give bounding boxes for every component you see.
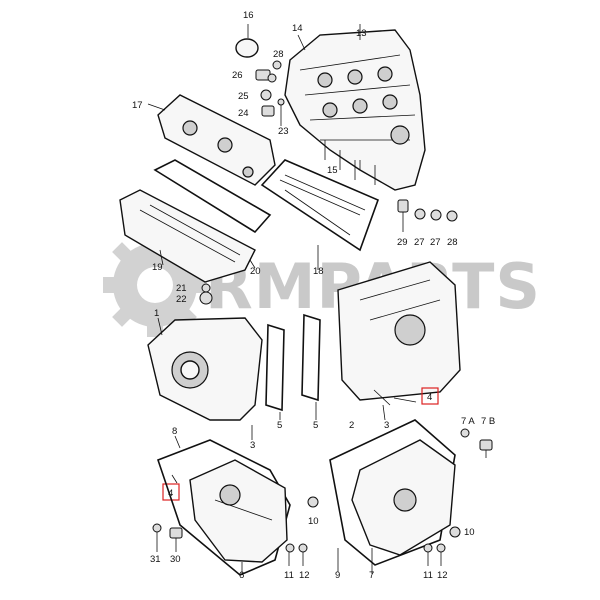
callout-labels: 16 14 13 28 26 25 24 23 17 15 29 27 27 2… [132, 10, 495, 581]
part-6-cover [189, 459, 288, 575]
callout-1: 1 [154, 308, 159, 319]
callout-16: 16 [243, 10, 254, 21]
part-15-studs [324, 140, 376, 185]
callout-10-right: 10 [464, 527, 475, 538]
callout-25: 25 [238, 91, 249, 102]
part-13-cylinder-head [284, 24, 426, 191]
callout-17: 17 [132, 100, 143, 111]
part-7-cover [351, 439, 456, 574]
callout-18: 18 [313, 266, 324, 277]
part-16-plug [235, 24, 259, 58]
callout-3-left: 3 [250, 440, 255, 451]
callout-11-left: 11 [284, 570, 294, 581]
part-1-housing-left [147, 317, 263, 421]
small-fasteners-upper [255, 60, 285, 126]
callout-8: 8 [172, 426, 177, 437]
callout-5-right: 5 [313, 420, 318, 431]
parts-21-22 [199, 283, 213, 305]
callout-4-left: 4 [168, 488, 173, 499]
callout-31: 31 [150, 554, 161, 565]
callout-12-right: 12 [437, 570, 448, 581]
callout-23: 23 [278, 126, 289, 137]
callout-12-left: 12 [299, 570, 310, 581]
part-5-gaskets [265, 313, 321, 420]
callout-4-right: 4 [427, 392, 432, 403]
callout-26: 26 [232, 70, 243, 81]
callout-22: 22 [176, 294, 187, 305]
callout-2: 2 [349, 420, 354, 431]
callout-3-right: 3 [384, 420, 389, 431]
callout-9: 9 [335, 570, 340, 581]
callout-13: 13 [356, 28, 367, 39]
part-9-gasket [329, 419, 456, 572]
parts-27-28-29 [397, 199, 458, 232]
callout-6: 6 [239, 570, 244, 581]
callout-10-left: 10 [308, 516, 319, 527]
callout-7a: 7 A [461, 416, 475, 427]
callout-7: 7 [369, 570, 374, 581]
callout-27-b: 27 [430, 237, 441, 248]
callout-29: 29 [397, 237, 408, 248]
part-3-studs [251, 404, 386, 440]
callout-30: 30 [170, 554, 181, 565]
callout-27: 27 [414, 237, 425, 248]
callout-28-right: 28 [447, 237, 458, 248]
highlight-box-4-right [421, 387, 439, 405]
callout-5-left: 5 [277, 420, 282, 431]
callout-14: 14 [292, 23, 303, 34]
callout-28-top: 28 [273, 49, 284, 60]
part-19-20-cover-and-gasket [119, 159, 272, 283]
callout-19: 19 [152, 262, 163, 273]
callout-20: 20 [250, 266, 261, 277]
part-2-housing-right [337, 261, 461, 406]
callout-15: 15 [327, 165, 338, 176]
part-17-cam-cover [147, 94, 276, 186]
callout-7b: 7 B [481, 416, 495, 427]
callout-21: 21 [176, 283, 187, 294]
small-fasteners-lower [152, 428, 493, 566]
callout-11-right: 11 [423, 570, 433, 581]
callout-24: 24 [238, 108, 249, 119]
part-18-gasket [260, 159, 380, 270]
